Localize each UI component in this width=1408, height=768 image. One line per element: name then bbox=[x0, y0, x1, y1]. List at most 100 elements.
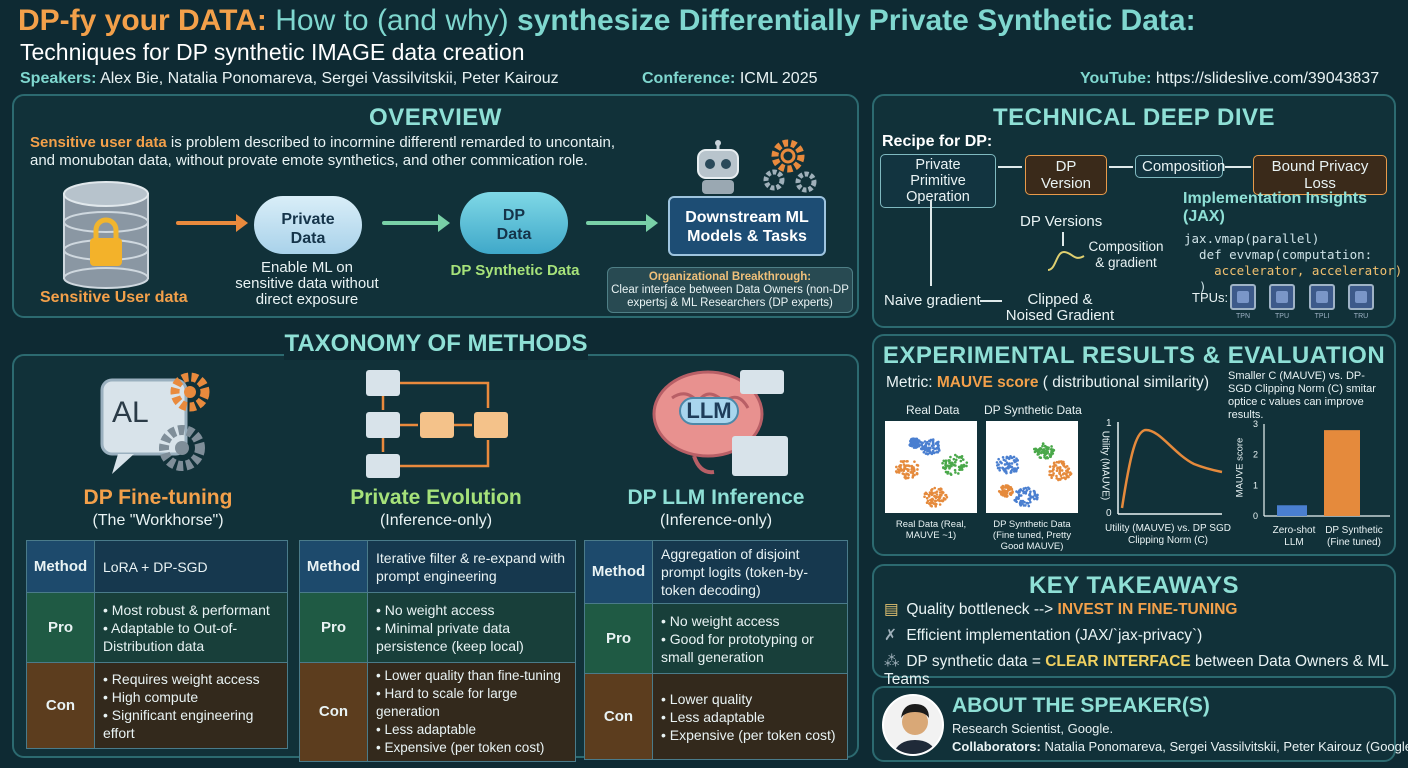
bar-y-label: MAUVE score bbox=[1234, 437, 1246, 498]
recipe-box-composition: Composition bbox=[1135, 155, 1225, 178]
title-part-3: synthesize Differentially Private Synthe… bbox=[517, 4, 1196, 37]
takeaway-item: ▤ Quality bottleneck --> INVEST IN FINE-… bbox=[884, 600, 1238, 619]
overview-intro-rest: is problem described to incormine differ… bbox=[166, 134, 616, 151]
scatter-point bbox=[949, 472, 952, 475]
private-data-cloud: Private Data bbox=[254, 196, 362, 254]
scatter-point bbox=[937, 440, 940, 444]
scatter-point bbox=[955, 455, 959, 458]
about-collab: Natalia Ponomareva, Sergei Vassilvitskii… bbox=[1044, 739, 1408, 754]
method-3-con: Lower quality bbox=[661, 690, 839, 708]
scatter-point bbox=[1042, 449, 1046, 452]
scatter-point bbox=[1003, 463, 1007, 466]
method-2-con: Less adaptable bbox=[376, 721, 567, 739]
scatter-point bbox=[1002, 467, 1005, 471]
scatter-point bbox=[1027, 487, 1031, 491]
takeaways-panel: KEY TAKEAWAYS bbox=[872, 564, 1396, 678]
bar-y-tick: 0 bbox=[1253, 511, 1258, 521]
scatter-point bbox=[1014, 498, 1018, 501]
scatter-point bbox=[1048, 465, 1052, 468]
scatter-point bbox=[1021, 489, 1025, 493]
scatter-point bbox=[997, 457, 1000, 461]
utility-curve-chart bbox=[1094, 416, 1224, 520]
about-panel bbox=[872, 686, 1396, 762]
row-label-con: Con bbox=[26, 662, 95, 749]
scatter-point bbox=[922, 450, 926, 454]
scatter-point bbox=[948, 467, 951, 470]
scatter-point bbox=[1044, 457, 1048, 460]
scatter-point bbox=[928, 446, 931, 450]
scatter-point bbox=[929, 504, 932, 507]
scatter-point bbox=[1052, 448, 1056, 452]
takeaway-item: ⁂ DP synthetic data = CLEAR INTERFACE be… bbox=[884, 652, 1408, 689]
arrow-dp-to-downstream bbox=[586, 214, 658, 232]
tools-icon: ✗ bbox=[884, 627, 897, 644]
youtube-label: YouTube: bbox=[1080, 70, 1152, 87]
scatter-point bbox=[906, 472, 910, 476]
method-2-con: Hard to scale for large generation bbox=[376, 685, 567, 721]
takeaway-highlight: CLEAR INTERFACE bbox=[1045, 653, 1191, 670]
metric-desc: ( distributional similarity) bbox=[1042, 374, 1210, 391]
scatter-point bbox=[953, 468, 957, 472]
scatter-point bbox=[1057, 461, 1061, 464]
scatter-point bbox=[954, 458, 958, 462]
scatter-point bbox=[941, 499, 945, 502]
scatter-point bbox=[960, 456, 963, 459]
scatter-point bbox=[1003, 491, 1006, 495]
scatter-point bbox=[918, 444, 921, 447]
avatar bbox=[882, 694, 944, 756]
scatter-point bbox=[915, 438, 919, 442]
scatter-point bbox=[926, 452, 930, 456]
takeaway-text: Quality bottleneck --> bbox=[906, 601, 1058, 618]
scatter-point bbox=[933, 499, 937, 503]
scatter-point bbox=[1050, 449, 1054, 453]
real-data-scatter bbox=[885, 421, 977, 513]
scatter-point bbox=[1050, 445, 1053, 448]
scatter-point bbox=[1011, 490, 1014, 494]
scatter-point bbox=[1035, 495, 1038, 498]
scatter-point bbox=[935, 493, 939, 496]
scatter-point bbox=[905, 460, 909, 463]
bar-y-tick: 1 bbox=[1253, 480, 1258, 490]
scatter-point bbox=[944, 470, 948, 474]
breakthrough-text: Clear interface between Data Owners (non… bbox=[611, 284, 849, 309]
scatter-point bbox=[930, 488, 933, 492]
scatter-point bbox=[934, 495, 937, 499]
scatter-point bbox=[1031, 495, 1034, 499]
tpu-label: TPN bbox=[1236, 313, 1250, 320]
scatter-point bbox=[939, 487, 943, 491]
network-icon: ⁂ bbox=[884, 653, 900, 670]
recipe-arrow bbox=[1109, 166, 1133, 168]
scatter-point bbox=[1010, 468, 1014, 471]
scatter-point bbox=[930, 492, 934, 496]
tpus-label: TPUs: bbox=[1192, 290, 1229, 305]
scatter-point bbox=[1015, 468, 1018, 471]
curve-y-tick: 0 bbox=[1106, 508, 1112, 519]
method-3-con: Less adaptable bbox=[661, 708, 839, 726]
method-1-pro: Adaptable to Out-of-Distribution data bbox=[103, 619, 279, 655]
scatter-point bbox=[957, 465, 961, 469]
scatter-point bbox=[926, 499, 930, 503]
scatter-point bbox=[996, 464, 999, 467]
scatter-point bbox=[1067, 475, 1070, 479]
youtube-link[interactable]: https://slideslive.com/39043837 bbox=[1155, 70, 1380, 87]
scatter-point bbox=[1057, 478, 1060, 482]
scatter-point bbox=[954, 464, 957, 467]
dp-data-caption: DP Synthetic Data (Fine tuned, Pretty Go… bbox=[992, 519, 1072, 552]
takeaway-item: ✗ Efficient implementation (JAX/`jax-pri… bbox=[884, 626, 1202, 645]
scatter-point bbox=[904, 474, 907, 477]
scatter-point bbox=[937, 448, 941, 451]
bar-y-tick: 2 bbox=[1253, 450, 1258, 460]
scatter-point bbox=[928, 451, 932, 455]
composition-gradient-label: Composition & gradient bbox=[1088, 239, 1164, 270]
scatter-point bbox=[1004, 484, 1008, 487]
speakers-label: Speakers: bbox=[20, 70, 97, 87]
scatter-point bbox=[919, 441, 923, 444]
scatter-point bbox=[1008, 466, 1011, 469]
overview-panel: OVERVIEW Sensitive user data is problem … bbox=[12, 94, 859, 318]
scatter-point bbox=[1012, 455, 1016, 459]
scatter-point bbox=[943, 497, 947, 501]
scatter-point bbox=[1043, 454, 1046, 457]
scatter-point bbox=[913, 460, 916, 463]
scatter-point bbox=[911, 440, 915, 443]
